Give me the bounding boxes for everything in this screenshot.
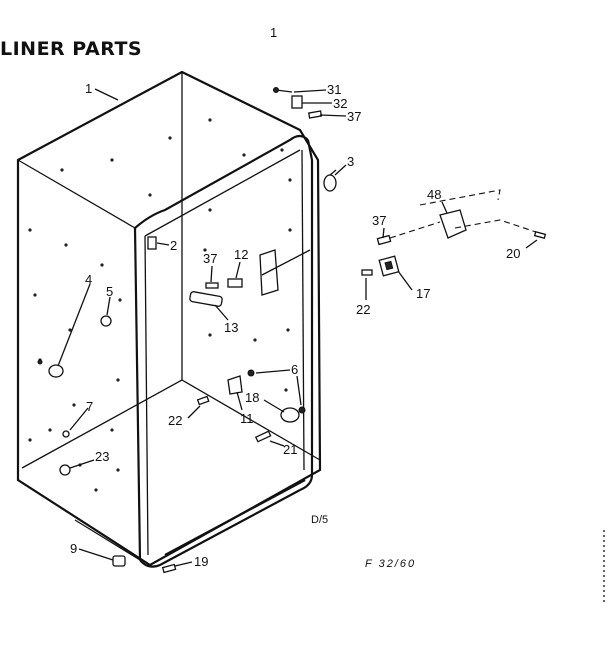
callout-20: 20 (506, 246, 520, 261)
callout-23: 23 (95, 449, 109, 464)
part-37-pin-b (376, 221, 441, 246)
part-12-bracket (227, 278, 243, 288)
part-2-clip (147, 236, 157, 250)
part-23-fastener (59, 464, 71, 476)
part-31-screw (273, 87, 293, 93)
callout-19: 19 (194, 554, 208, 569)
part-5-fastener (100, 315, 112, 327)
callout-3: 3 (347, 154, 354, 169)
callout-6: 6 (291, 362, 298, 377)
diagram-title: LINER PARTS (0, 38, 143, 60)
part-20-pin (533, 230, 547, 240)
callout-17: 17 (416, 286, 430, 301)
part-19-screw (161, 563, 177, 574)
part-3-bumper (323, 169, 337, 192)
part-17-receptacle (378, 255, 400, 277)
page-code: D/5 (311, 514, 328, 526)
part-9-leveler (112, 555, 126, 567)
callout-31: 31 (327, 82, 341, 97)
mounting-holes (28, 118, 292, 492)
callout-9: 9 (70, 541, 77, 556)
callout-2: 2 (170, 238, 177, 253)
cabinet-liner (16, 70, 322, 568)
part-11-bracket (227, 375, 243, 395)
footer-mark: F 32/60 (365, 558, 416, 570)
callout-22-right: 22 (356, 302, 370, 317)
callout-48: 48 (427, 187, 441, 202)
callout-37-top: 37 (347, 109, 361, 124)
part-48-hinge (419, 189, 546, 239)
callout-13: 13 (224, 320, 238, 335)
part-37-pin (307, 110, 323, 119)
callout-5: 5 (106, 284, 113, 299)
callout-37-left: 37 (203, 251, 217, 266)
callout-12: 12 (234, 247, 248, 262)
part-22-pin-b (196, 395, 210, 406)
part-6-screw (247, 369, 255, 377)
part-22-screw (361, 269, 373, 276)
part-18-wheel (280, 406, 306, 423)
top-mark: 1 (270, 25, 277, 40)
callout-4: 4 (85, 272, 92, 287)
callout-22-left: 22 (168, 413, 182, 428)
part-7-screw (62, 430, 70, 438)
callout-18: 18 (245, 390, 259, 405)
part-4-grommet (37, 359, 64, 378)
part-13-rail (189, 291, 223, 307)
part-32-bracket (291, 95, 303, 109)
callout-37-mid: 37 (372, 213, 386, 228)
part-37-pin-c (205, 282, 219, 289)
callout-7: 7 (86, 399, 93, 414)
callout-11: 11 (240, 411, 254, 426)
leader-lines (57, 88, 538, 567)
callout-32: 32 (333, 96, 347, 111)
callout-21: 21 (283, 442, 297, 457)
callout-1: 1 (85, 81, 92, 96)
part-21-pin (254, 430, 272, 443)
callout-labels: 1 1 31 32 37 3 48 37 20 2 37 12 22 17 13… (70, 25, 520, 570)
